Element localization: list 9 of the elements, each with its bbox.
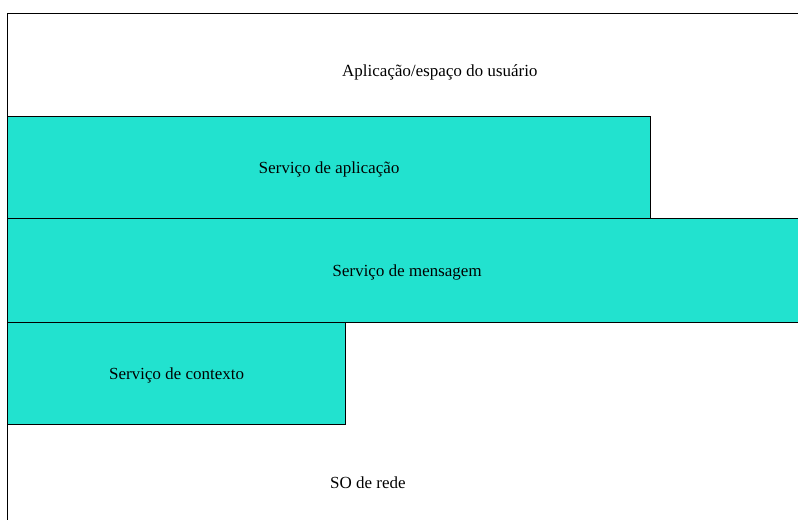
outer-frame bbox=[7, 13, 798, 520]
layer-label: Serviço de mensagem bbox=[332, 260, 482, 282]
layer-label: Serviço de aplicação bbox=[258, 156, 400, 179]
layer-label: SO de rede bbox=[330, 472, 406, 494]
layer-label: Serviço de contexto bbox=[108, 362, 244, 385]
layer-band bbox=[7, 322, 346, 425]
layer-label: Aplicação/espaço do usuário bbox=[342, 60, 538, 82]
layer-band bbox=[7, 218, 798, 323]
layer-band bbox=[7, 116, 651, 219]
